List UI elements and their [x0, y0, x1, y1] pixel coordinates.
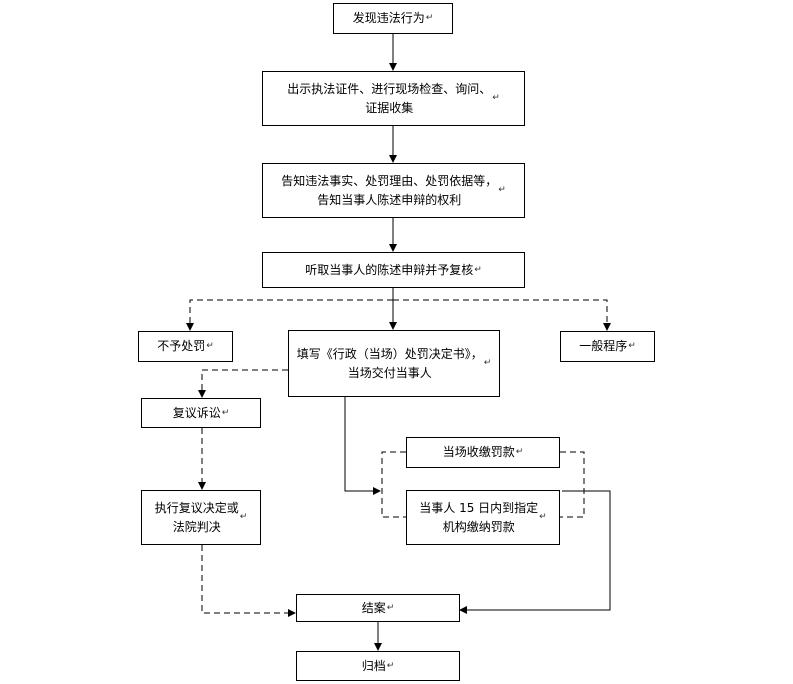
- paragraph-mark: ↵: [492, 93, 500, 103]
- step-collect-fine-on-site: 当场收缴罚款↵: [406, 437, 560, 468]
- step-inform-rights: 告知违法事实、处罚理由、处罚依据等， 告知当事人陈述申辩的权利↵: [262, 163, 525, 218]
- execute-label: 执行复议决定或 法院判决: [154, 500, 239, 534]
- step-general-procedure: 一般程序↵: [560, 331, 655, 362]
- dashed-bracket-right: [560, 451, 585, 518]
- paragraph-mark: ↵: [425, 13, 434, 23]
- step-hear-statement: 听取当事人的陈述申辩并予复核↵: [262, 252, 525, 288]
- dashed-to-general: [393, 299, 611, 331]
- step-fill-decision-form: 填写《行政（当场）处罚决定书》， 当场交付当事人↵: [288, 330, 500, 397]
- paragraph-mark: ↵: [474, 264, 482, 275]
- discover-label: 发现违法行为: [352, 11, 425, 25]
- general-label: 一般程序: [579, 339, 628, 353]
- paragraph-mark: ↵: [628, 341, 636, 351]
- step-review-litigation: 复议诉讼↵: [141, 398, 261, 428]
- step-archive: 归档↵: [296, 651, 460, 681]
- show-cert-label: 出示执法证件、进行现场检查、询问、 证据收集: [287, 81, 492, 115]
- pay-15days-label: 当事人 15 日内到指定 机构缴纳罚款: [419, 500, 539, 534]
- paragraph-mark: ↵: [206, 341, 214, 351]
- paragraph-mark: ↵: [515, 447, 524, 457]
- step-show-certificate: 出示执法证件、进行现场检查、询问、 证据收集↵: [262, 71, 525, 126]
- no-penalty-label: 不予处罚: [157, 339, 206, 353]
- dashed-form-to-review: [198, 369, 288, 398]
- paragraph-mark: ↵: [386, 602, 395, 613]
- step-discover-violation: 发现违法行为↵: [333, 3, 453, 34]
- paragraph-mark: ↵: [239, 512, 248, 522]
- step-no-penalty: 不予处罚↵: [138, 331, 233, 362]
- paragraph-mark: ↵: [498, 185, 506, 195]
- dashed-execute-to-close: [201, 545, 296, 617]
- collect-fine-label: 当场收缴罚款: [442, 445, 515, 459]
- arrow-form-to-pay: [344, 397, 381, 495]
- step-pay-within-15-days: 当事人 15 日内到指定 机构缴纳罚款↵: [406, 490, 560, 545]
- dashed-to-no-penalty: [186, 299, 393, 331]
- step-execute-decision: 执行复议决定或 法院判决↵: [141, 490, 261, 545]
- inform-label: 告知违法事实、处罚理由、处罚依据等， 告知当事人陈述申辩的权利: [281, 173, 498, 207]
- dashed-bracket-left: [381, 451, 406, 518]
- step-close-case: 结案↵: [296, 594, 460, 622]
- fill-form-label: 填写《行政（当场）处罚决定书》， 当场交付当事人: [296, 346, 483, 380]
- paragraph-mark: ↵: [539, 512, 547, 522]
- archive-label: 归档: [361, 658, 386, 673]
- hear-label: 听取当事人的陈述申辩并予复核: [305, 262, 474, 277]
- review-label: 复议诉讼: [172, 405, 221, 420]
- arrow-pay-to-close: [459, 490, 611, 614]
- paragraph-mark: ↵: [221, 407, 230, 418]
- paragraph-mark: ↵: [386, 660, 395, 671]
- paragraph-mark: ↵: [483, 358, 492, 368]
- close-case-label: 结案: [361, 600, 386, 615]
